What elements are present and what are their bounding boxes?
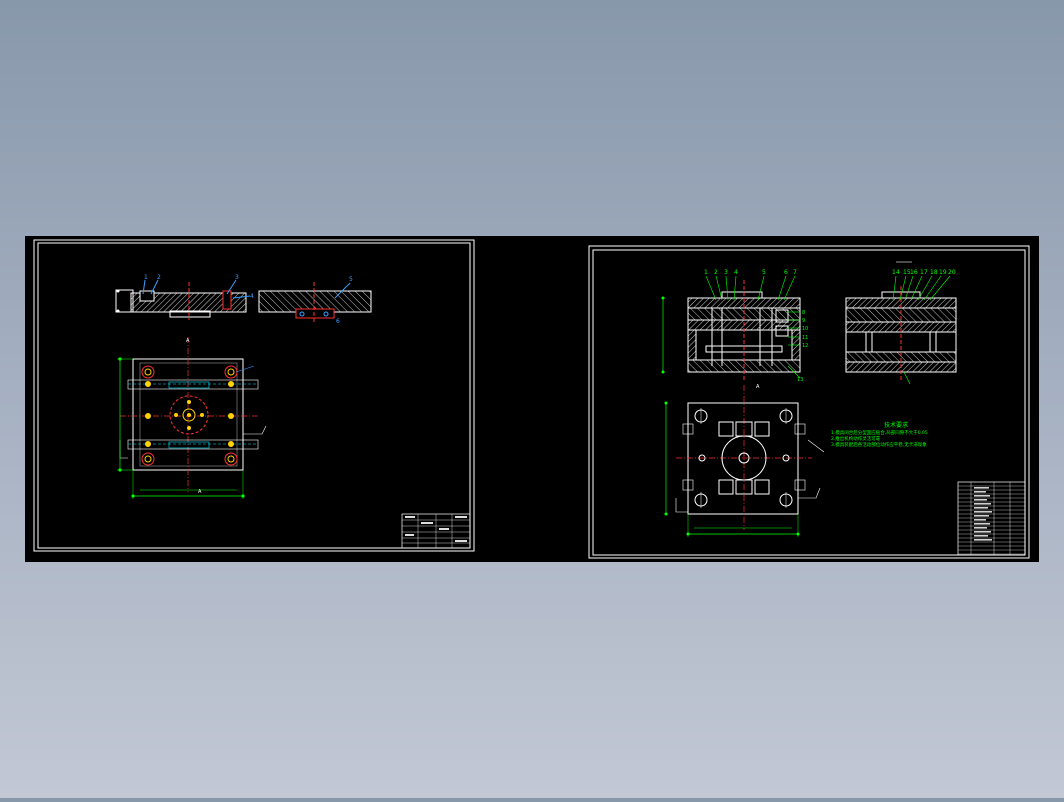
sheet-outer-frame-right	[588, 245, 1030, 559]
left-balloon-labels: 1 2 3 4 5 6	[144, 274, 353, 325]
bom-row-text	[974, 539, 992, 541]
section-view-b	[258, 282, 372, 322]
technical-notes: 技术要求 1.模具闭合后分型面应贴合,局部间隙不大于0.05 2.推出机构动作灵…	[831, 421, 928, 448]
balloon-r-16: 16	[910, 269, 918, 276]
notes-title: 技术要求	[884, 421, 908, 429]
balloon-3: 3	[235, 274, 239, 281]
sheet-inner-frame	[37, 242, 471, 549]
side-balloons: 14 15 16 17 18 19 20	[892, 269, 956, 276]
bom-row-text	[974, 531, 991, 533]
balloon-r-5: 5	[762, 269, 766, 276]
balloon-r-6: 6	[784, 269, 788, 276]
balloon-r-15: 15	[903, 269, 911, 276]
note-line-1: 1.模具闭合后分型面应贴合,局部间隙不大于0.05	[831, 429, 928, 436]
balloon-r-7: 7	[793, 269, 797, 276]
balloon-r-11: 11	[802, 335, 808, 341]
plan-dimensions: A A	[117, 338, 245, 499]
plan-view	[119, 337, 267, 492]
section-mark-right: A	[756, 384, 760, 390]
assembly-balloons: 1 2 3 4 5 6 7 8 9 10 11 12 13	[704, 269, 808, 383]
sheet-outer-frame	[33, 239, 475, 552]
bom-row-text	[974, 491, 986, 493]
bom-row-text	[974, 487, 989, 489]
section-label-top: A	[186, 338, 190, 344]
assembly-section-main	[687, 280, 801, 380]
sheet-canvas-left	[25, 236, 479, 562]
bom-row-text	[974, 499, 987, 501]
bom-row-text	[974, 507, 988, 509]
balloon-r-4: 4	[734, 269, 738, 276]
drawing-sheet-right[interactable]: 1 2 3 4 5 6 7 8 9 10 11 12 13	[479, 236, 1039, 562]
assembly-leaders	[661, 275, 801, 379]
note-line-2: 2.推出机构动作灵活可靠	[831, 435, 881, 442]
bom-row-text	[974, 503, 991, 505]
balloon-r-8: 8	[802, 310, 805, 316]
balloon-r-10: 10	[802, 326, 808, 332]
balloon-r-19: 19	[939, 269, 947, 276]
sheet-inner-frame-right	[592, 249, 1026, 556]
balloon-r-12: 12	[802, 343, 808, 349]
assembly-section-side	[845, 261, 957, 385]
section-label-bottom: A	[198, 489, 202, 495]
balloon-1: 1	[144, 274, 148, 281]
plan-view-right: A	[664, 384, 825, 537]
drawing-sheet-left[interactable]: 1 2 3 4 5 6	[25, 236, 479, 562]
balloon-r-18: 18	[930, 269, 938, 276]
bom-row-text	[974, 515, 989, 517]
balloon-5: 5	[349, 276, 353, 283]
balloon-r-3: 3	[724, 269, 728, 276]
balloon-4: 4	[250, 293, 254, 300]
balloon-r-20: 20	[948, 269, 956, 276]
bom-row-text	[974, 495, 990, 497]
bom-row-text	[974, 519, 986, 521]
balloon-2: 2	[157, 274, 161, 281]
balloon-r-14: 14	[892, 269, 900, 276]
balloon-r-1: 1	[704, 269, 708, 276]
sheet-canvas-right	[479, 236, 1039, 562]
bom-row-text	[974, 523, 990, 525]
section-view-a	[115, 279, 251, 320]
balloon-6: 6	[336, 318, 340, 325]
balloon-r-17: 17	[920, 269, 928, 276]
bom-row-text	[974, 535, 988, 537]
note-line-3: 3.模具装配后各活动部位动作应平稳,无卡滞现象	[831, 441, 927, 448]
bom-row-text	[974, 527, 987, 529]
title-block-right	[957, 481, 1026, 556]
bom-row-text	[974, 511, 992, 513]
title-block-left	[401, 513, 471, 549]
balloon-r-9: 9	[802, 318, 805, 324]
balloon-r-2: 2	[714, 269, 718, 276]
balloon-r-13: 13	[797, 377, 803, 383]
